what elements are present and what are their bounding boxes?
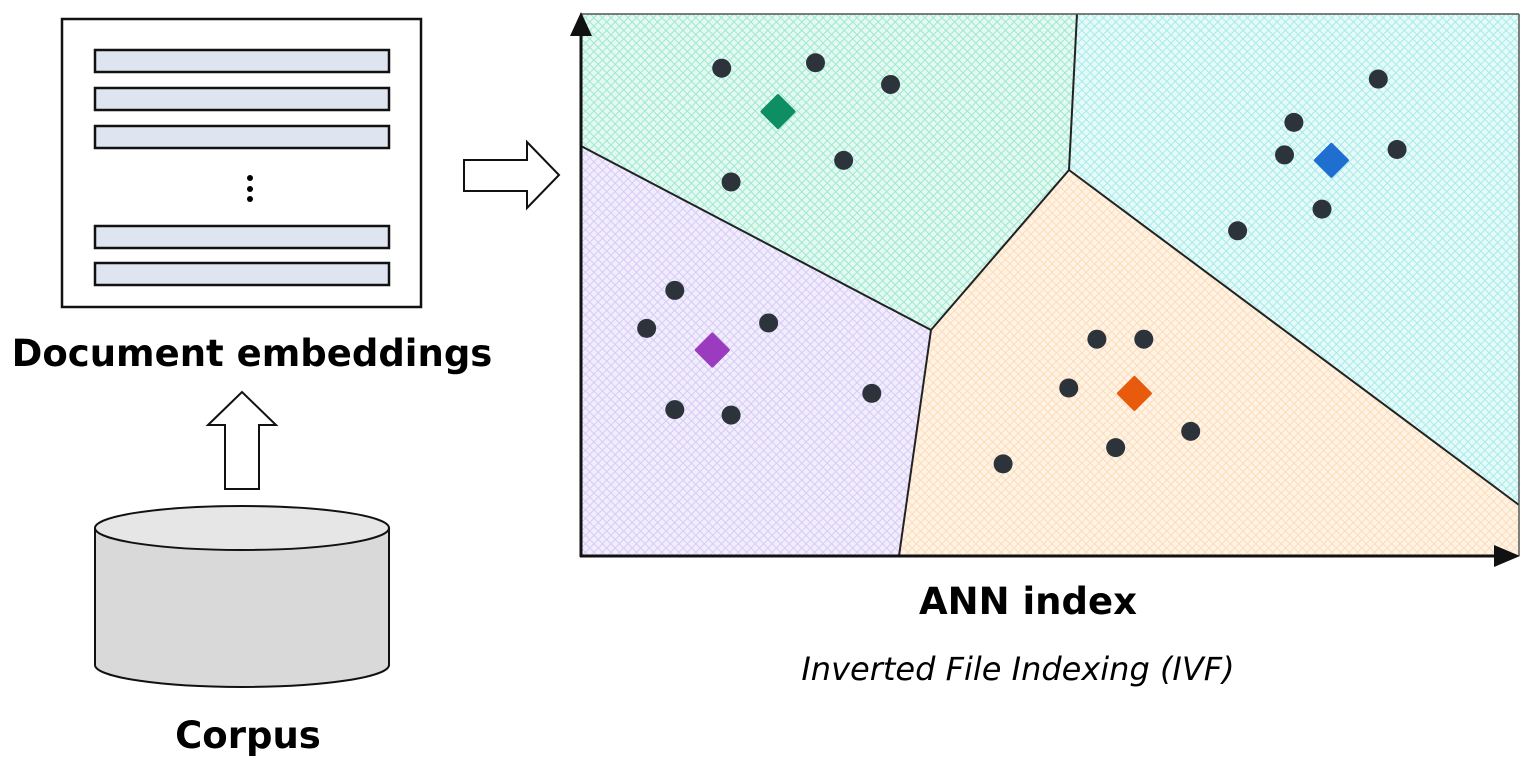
arrow-right-icon	[463, 139, 561, 211]
arrow-up-icon	[205, 390, 279, 490]
data-point-purple	[665, 400, 685, 420]
centroid-orange-icon	[1116, 375, 1152, 411]
vertical-ellipsis-icon	[247, 175, 253, 202]
data-point-green	[881, 74, 901, 94]
centroid-purple-icon	[694, 332, 730, 368]
voronoi-boundaries	[580, 13, 1520, 557]
embedding-row	[93, 48, 391, 74]
data-point-green	[834, 150, 854, 170]
data-point-purple	[721, 405, 741, 425]
ann-index-title: ANN index	[919, 580, 1137, 623]
centroid-blue-icon	[1313, 142, 1349, 178]
voronoi-plot	[570, 12, 1520, 567]
y-axis-arrowhead-icon	[570, 12, 592, 36]
data-point-blue	[1228, 221, 1248, 241]
data-point-green	[721, 172, 741, 192]
embedding-row	[93, 124, 391, 150]
data-point-orange	[1087, 329, 1107, 349]
ann-index-subtitle: Inverted File Indexing (IVF)	[801, 650, 1234, 688]
corpus-title: Corpus	[175, 714, 321, 757]
data-point-blue	[1284, 112, 1304, 132]
data-point-orange	[1059, 378, 1079, 398]
x-axis-arrowhead-icon	[1494, 545, 1520, 567]
data-point-purple	[862, 383, 882, 403]
data-point-orange	[1181, 421, 1201, 441]
embeddings-panel	[60, 17, 423, 309]
data-point-blue	[1275, 145, 1294, 165]
data-point-purple	[637, 318, 657, 338]
data-point-purple	[665, 280, 685, 300]
database-cylinder-icon	[94, 505, 390, 688]
cluster-marks	[637, 53, 1407, 474]
embedding-rows	[93, 48, 391, 287]
voronoi-region-orange	[899, 170, 1519, 556]
data-point-orange	[1106, 438, 1126, 458]
data-point-blue	[1368, 69, 1388, 89]
voronoi-region-green	[581, 14, 1077, 330]
data-point-green	[712, 58, 732, 78]
data-point-blue	[1312, 199, 1332, 219]
data-point-orange	[1134, 329, 1154, 349]
embedding-row	[93, 224, 391, 250]
data-point-orange	[993, 454, 1013, 474]
voronoi-region-purple	[581, 146, 931, 556]
data-point-blue	[1387, 140, 1407, 159]
data-point-green	[806, 53, 825, 73]
voronoi-region-blue	[1069, 14, 1519, 505]
data-point-purple	[759, 313, 779, 333]
embedding-row	[93, 86, 391, 112]
embeddings-title: Document embeddings	[12, 332, 493, 375]
embedding-row	[93, 261, 391, 287]
centroid-green-icon	[760, 94, 796, 130]
